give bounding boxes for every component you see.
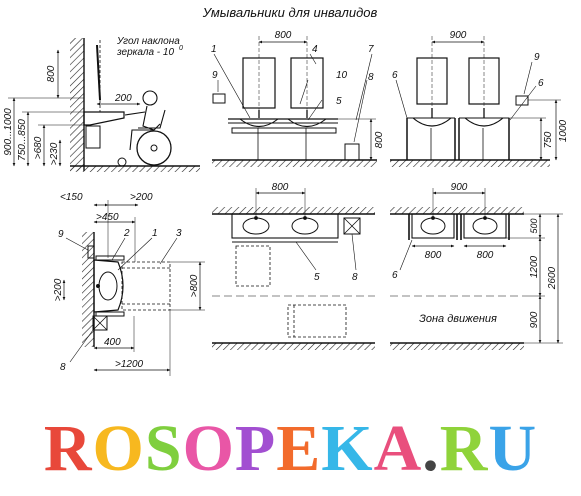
svg-text:900...1000: 900...1000: [3, 108, 14, 156]
plan-right-labels: 900 800 800 500 1200 900 2600 6 Зона дви…: [392, 182, 558, 328]
svg-text:800: 800: [46, 65, 57, 82]
svg-text:8: 8: [368, 72, 374, 83]
svg-text:зеркала - 10: зеркала - 10: [116, 47, 174, 58]
svg-text:6: 6: [392, 270, 398, 281]
svg-text:9: 9: [212, 70, 218, 81]
svg-text:0: 0: [179, 45, 183, 52]
zone-label: Зона движения: [419, 313, 497, 325]
svg-text:1: 1: [211, 44, 217, 55]
svg-text:1: 1: [152, 228, 158, 239]
svg-text:10: 10: [336, 70, 348, 81]
svg-text:500: 500: [529, 218, 539, 233]
watermark-letter: .: [422, 412, 440, 485]
plan-left: [62, 200, 205, 376]
svg-text:9: 9: [534, 52, 540, 63]
soap-dispenser-icon: [212, 93, 226, 104]
svg-text:>800: >800: [189, 274, 200, 297]
svg-text:800: 800: [272, 182, 289, 193]
svg-text:900: 900: [529, 311, 540, 328]
svg-text:>1200: >1200: [115, 359, 144, 370]
svg-text:4: 4: [312, 44, 318, 55]
watermark-letter: O: [92, 412, 145, 485]
plan-left-labels: <150 >200 >450 >200 >800 400 >1200 9 2 1…: [53, 192, 200, 373]
svg-text:5: 5: [336, 96, 342, 107]
waste-bin-icon: [344, 143, 360, 161]
svg-text:400: 400: [104, 337, 121, 348]
watermark-letter: U: [488, 412, 538, 485]
side-view-dims: 800 200 900...1000 750...850 >680 >230: [3, 65, 132, 165]
svg-text:5: 5: [314, 272, 320, 283]
svg-text:900: 900: [450, 30, 467, 41]
watermark-letter: R: [439, 412, 489, 485]
svg-text:>230: >230: [49, 142, 60, 165]
watermark-letter: R: [43, 412, 93, 485]
svg-text:800: 800: [425, 250, 442, 261]
front-view-right-labels: 900 750 1000 6 9 6: [392, 30, 569, 148]
side-view: [8, 38, 200, 172]
svg-text:750...850: 750...850: [17, 119, 28, 161]
svg-text:Угол наклона: Угол наклона: [116, 36, 180, 47]
watermark-letter: P: [234, 412, 277, 485]
svg-text:>680: >680: [33, 136, 44, 159]
watermark-letter: E: [276, 412, 322, 485]
svg-text:2: 2: [123, 228, 130, 239]
svg-text:8: 8: [352, 272, 358, 283]
watermark-letter: O: [182, 412, 235, 485]
mirror-angle-note: Угол наклона зеркала - 10 0: [116, 36, 183, 58]
svg-text:6: 6: [538, 78, 544, 89]
svg-text:200: 200: [114, 93, 132, 104]
svg-text:>450: >450: [96, 212, 119, 223]
svg-text:9: 9: [58, 229, 64, 240]
watermark-letter: S: [144, 412, 183, 485]
svg-text:750: 750: [543, 131, 554, 148]
svg-text:7: 7: [368, 44, 374, 55]
front-view-right: [390, 36, 561, 167]
wheelchair-user-head: [142, 90, 158, 106]
watermark-letter: K: [321, 412, 374, 485]
plan-middle: [212, 188, 375, 350]
svg-text:800: 800: [275, 30, 292, 41]
drawing-title: Умывальники для инвалидов: [202, 5, 378, 20]
svg-text:>200: >200: [53, 278, 64, 301]
waste-bin-icon: [92, 315, 108, 331]
svg-text:3: 3: [176, 228, 182, 239]
plan-right: [390, 188, 563, 350]
soap-dispenser-icon: [515, 95, 529, 106]
wheelchair-wheel-icon: [136, 130, 172, 166]
svg-text:>200: >200: [130, 192, 153, 203]
watermark-letter: A: [373, 412, 423, 485]
svg-text:800: 800: [477, 250, 494, 261]
svg-text:1000: 1000: [558, 119, 569, 142]
svg-text:8: 8: [60, 362, 66, 373]
front-view-left: [212, 36, 377, 167]
svg-text:6: 6: [392, 70, 398, 81]
svg-text:900: 900: [451, 182, 468, 193]
plan-middle-labels: 800 5 8: [272, 182, 358, 283]
svg-text:800: 800: [374, 131, 385, 148]
front-view-left-labels: 800 800 1 4 10 5 7 8 9: [211, 30, 385, 148]
svg-text:<150: <150: [60, 192, 83, 203]
svg-text:2600: 2600: [547, 266, 558, 290]
svg-text:1200: 1200: [529, 255, 540, 278]
